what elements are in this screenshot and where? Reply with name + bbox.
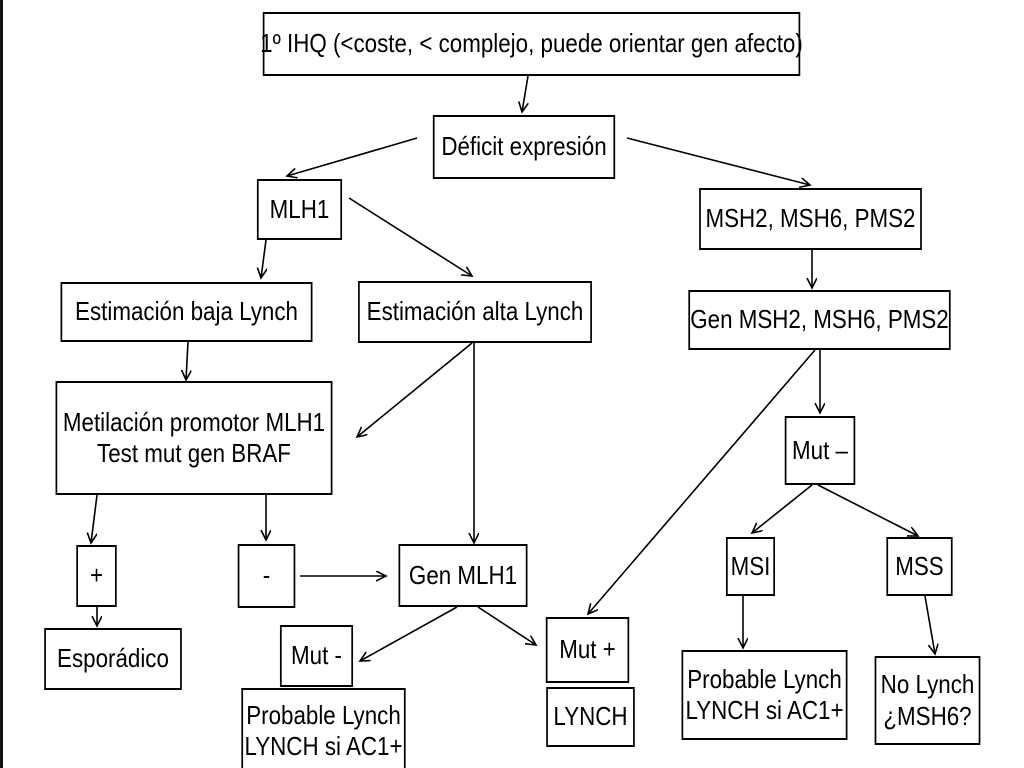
arrow-deficit-mlh1 — [287, 137, 418, 176]
box-probable-right-line2: LYNCH si AC1+ — [685, 695, 844, 725]
box-minus-label: - — [262, 560, 271, 591]
box-mut-plus: Mut + — [545, 617, 630, 683]
box-estimacion-alta: Estimación alta Lynch — [358, 281, 592, 343]
arrow-mutright-msi — [752, 484, 813, 533]
box-msi: MSI — [725, 537, 776, 596]
box-esporadico: Esporádico — [44, 628, 182, 690]
box-gen-msh2-group: Gen MSH2, MSH6, PMS2 — [688, 290, 951, 350]
box-plus: + — [76, 545, 117, 607]
box-msh2-msh6-pms2: MSH2, MSH6, PMS2 — [699, 188, 922, 250]
box-mut-minus-left: Mut - — [279, 625, 354, 687]
box-lynch-label: LYNCH — [553, 701, 628, 732]
box-deficit-label: Déficit expresión — [441, 131, 607, 162]
arrow-deficit-msh2 — [626, 137, 810, 185]
box-gen-mlh1: Gen MLH1 — [398, 544, 528, 607]
box-probable-left-line1: Probable Lynch — [246, 700, 401, 730]
box-probable-left-line2: LYNCH si AC1+ — [244, 731, 403, 762]
arrow-genmlh1-mutplus — [477, 606, 536, 645]
box-no-lynch-line2: ¿MSH6? — [883, 700, 972, 731]
arrow-mlh1-alta — [348, 197, 472, 276]
box-mlh1: MLH1 — [256, 179, 343, 240]
box-ihq: 1º IHQ (<coste, < complejo, puede orient… — [260, 12, 803, 76]
box-metilacion-line1: Metilación promotor MLH1 — [62, 406, 326, 437]
arrow-mlh1-baja — [261, 239, 266, 278]
box-ihq-label: 1º IHQ (<coste, < complejo, puede orient… — [260, 28, 803, 59]
box-gen-msh2-group-label: Gen MSH2, MSH6, PMS2 — [690, 304, 949, 335]
box-msh2-group-label: MSH2, MSH6, PMS2 — [705, 203, 916, 234]
box-deficit-expresion: Déficit expresión — [432, 115, 616, 179]
box-probable-right-line1: Probable Lynch — [687, 663, 842, 694]
box-mss-label: MSS — [895, 550, 944, 581]
box-mut-minus-right-label: Mut – — [792, 434, 848, 465]
box-mut-minus-left-label: Mut - — [291, 640, 342, 671]
box-metilacion-line2: Test mut gen BRAF — [97, 438, 291, 468]
box-mlh1-label: MLH1 — [269, 193, 330, 224]
box-esporadico-label: Esporádico — [57, 643, 169, 674]
box-no-lynch-line1: No Lynch — [880, 669, 975, 700]
box-mut-plus-label: Mut + — [559, 634, 616, 665]
arrow-gen-mutplus — [588, 349, 816, 614]
box-est-alta-label: Estimación alta Lynch — [366, 296, 584, 327]
box-msi-label: MSI — [730, 550, 771, 581]
box-est-baja-label: Estimación baja Lynch — [75, 296, 298, 327]
box-mut-minus-right: Mut – — [784, 416, 856, 485]
box-lynch: LYNCH — [546, 687, 635, 747]
box-no-lynch: No Lynch ¿MSH6? — [874, 656, 981, 745]
arrow-alta-metilacion — [357, 342, 473, 437]
box-mss: MSS — [886, 537, 953, 596]
arrow-mutright-mss — [817, 484, 918, 536]
box-gen-mlh1-label: Gen MLH1 — [408, 559, 518, 590]
box-metilacion: Metilación promotor MLH1 Test mut gen BR… — [55, 381, 333, 495]
arrow-genmlh1-mutminus — [360, 606, 458, 661]
box-probable-lynch-right: Probable Lynch LYNCH si AC1+ — [681, 650, 848, 740]
arrow-baja-metilacion — [186, 341, 188, 380]
arrow-mss-nolynch — [924, 595, 935, 654]
arrow-metilacion-plus — [91, 494, 98, 543]
box-minus: - — [237, 544, 296, 608]
slide-left-border — [0, 0, 3, 768]
box-plus-label: + — [89, 560, 104, 591]
arrow-ihq-deficit — [522, 75, 529, 112]
box-estimacion-baja: Estimación baja Lynch — [60, 282, 313, 342]
box-probable-lynch-left: Probable Lynch LYNCH si AC1+ — [241, 688, 406, 768]
